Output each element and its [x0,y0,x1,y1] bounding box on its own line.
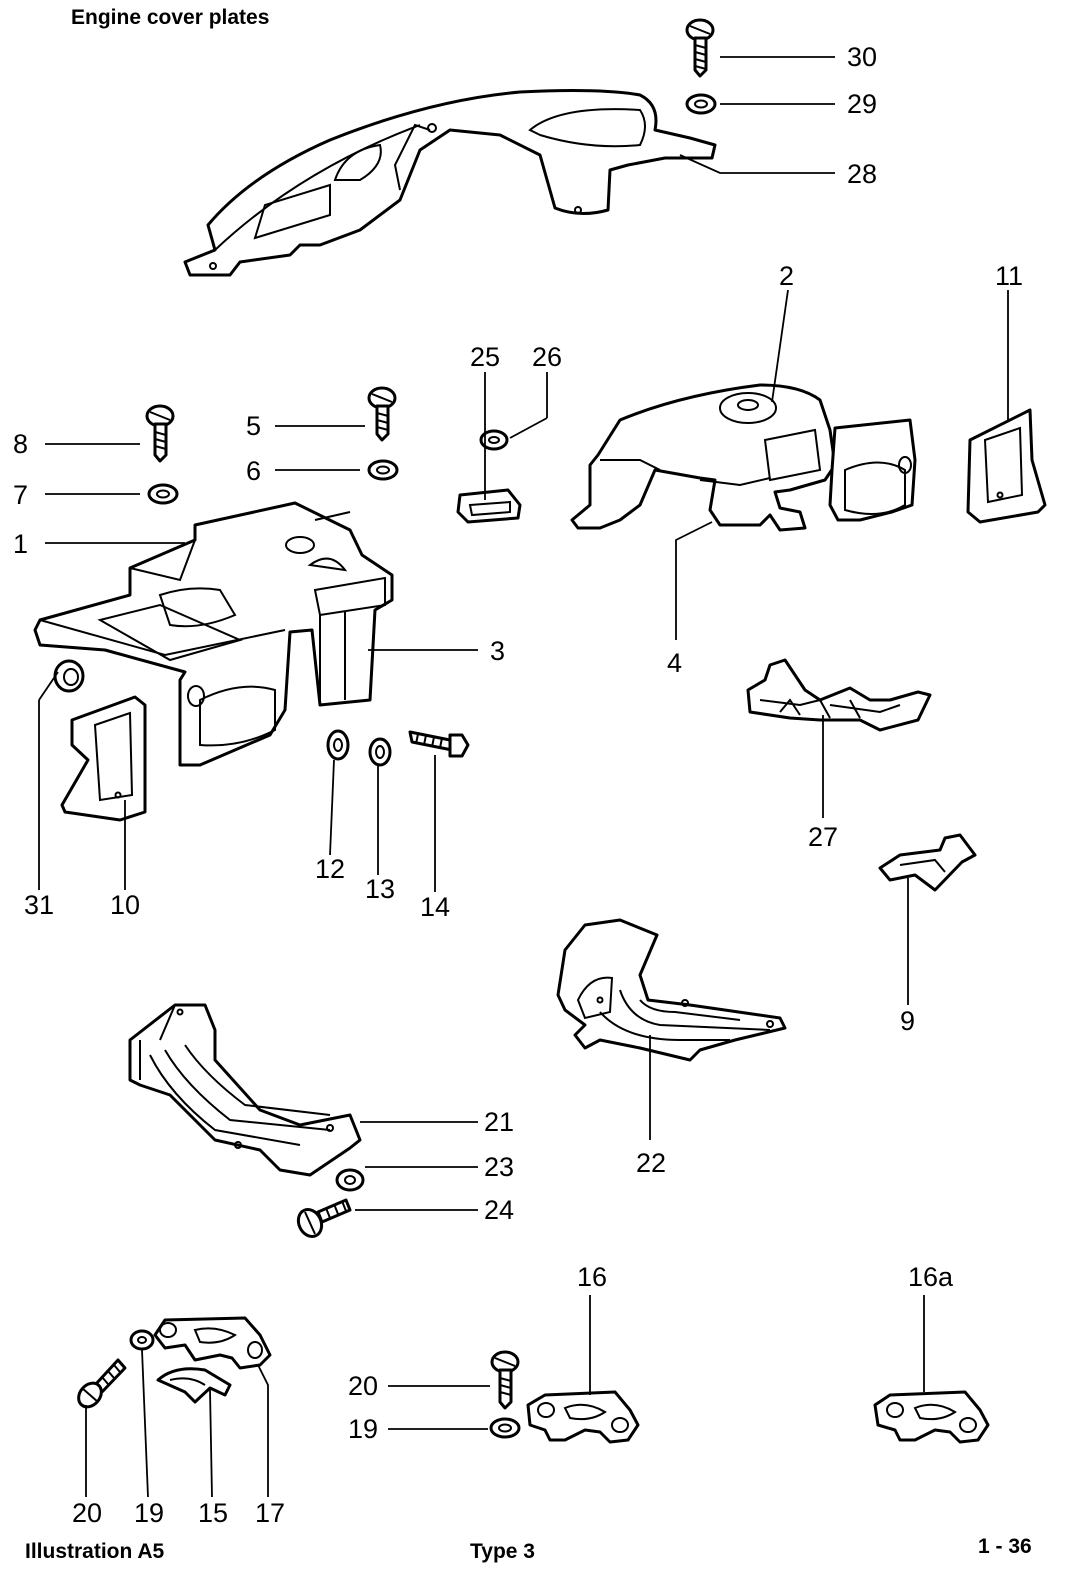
callout-4: 4 [667,648,682,678]
part-24-screw [296,1198,352,1239]
part-28-cover-plate [183,89,717,277]
callout-3: 3 [490,636,505,666]
callout-19-middle: 19 [348,1414,378,1444]
part-15-deflector [156,1367,232,1404]
callout-9: 9 [900,1006,915,1036]
part-16-gasket [526,1390,640,1444]
part-19-washer-left [129,1329,155,1351]
callout-14: 14 [420,892,450,922]
page-number: 1 - 36 [978,1535,1032,1558]
callout-21: 21 [484,1107,514,1137]
illustration-label: Illustration A5 [25,1540,165,1563]
callout-11: 11 [995,261,1023,291]
part-1-cover-plate [33,501,394,767]
part-31-seal [53,659,85,693]
part-20-screw-middle [490,1350,520,1410]
callout-27: 27 [808,822,838,852]
callout-26: 26 [532,342,562,372]
part-26-washer [479,429,509,451]
callout-6: 6 [246,456,261,486]
part-13-washer [368,737,392,767]
callout-5: 5 [246,411,261,441]
callout-23: 23 [484,1152,514,1182]
leader-lines [38,56,1009,1498]
part-23-washer [335,1168,365,1192]
callouts: 30 29 28 2 11 25 26 8 7 5 6 1 3 4 31 10 … [13,42,1023,1528]
part-6-washer [367,459,399,481]
part-11-side-plate [966,408,1047,524]
part-10-side-plate [60,695,147,822]
callout-2: 2 [779,261,794,291]
part-16a-gasket [873,1390,990,1444]
part-25-clip [456,488,522,524]
part-8-screw [145,404,175,463]
type-label: Type 3 [470,1540,535,1563]
callout-15: 15 [198,1498,228,1528]
callout-20-middle: 20 [348,1371,378,1401]
part-14-bolt [408,730,470,758]
part-5-screw [367,386,397,442]
callout-25: 25 [470,342,500,372]
part-21-lower-plate [128,1003,362,1177]
part-20-screw-left [77,1358,127,1409]
callout-28: 28 [847,159,877,189]
callout-29: 29 [847,89,877,119]
callout-16a: 16a [908,1262,954,1292]
callout-30: 30 [847,42,877,72]
part-7-washer [147,483,179,505]
page-title: Engine cover plates [71,6,270,29]
callout-13: 13 [365,874,395,904]
callout-10: 10 [110,890,140,920]
callout-24: 24 [484,1195,514,1225]
part-19-washer-middle [489,1417,521,1439]
callout-16: 16 [577,1262,607,1292]
callout-17: 17 [255,1498,285,1528]
part-22-lower-plate [556,918,787,1062]
part-17-gasket [153,1316,272,1370]
part-27-tin [746,658,932,732]
callout-22: 22 [636,1148,666,1178]
callout-20-left: 20 [72,1498,102,1528]
part-12-washer [326,729,350,761]
callout-19-left: 19 [134,1498,164,1528]
callout-31: 31 [24,890,54,920]
callout-8: 8 [13,429,28,459]
part-29-washer [685,93,717,115]
callout-12: 12 [315,854,345,884]
part-2-air-cover [570,383,917,532]
callout-7: 7 [13,480,28,510]
part-9-bracket [878,833,977,892]
callout-1: 1 [13,529,28,559]
part-30-screw [685,18,715,78]
